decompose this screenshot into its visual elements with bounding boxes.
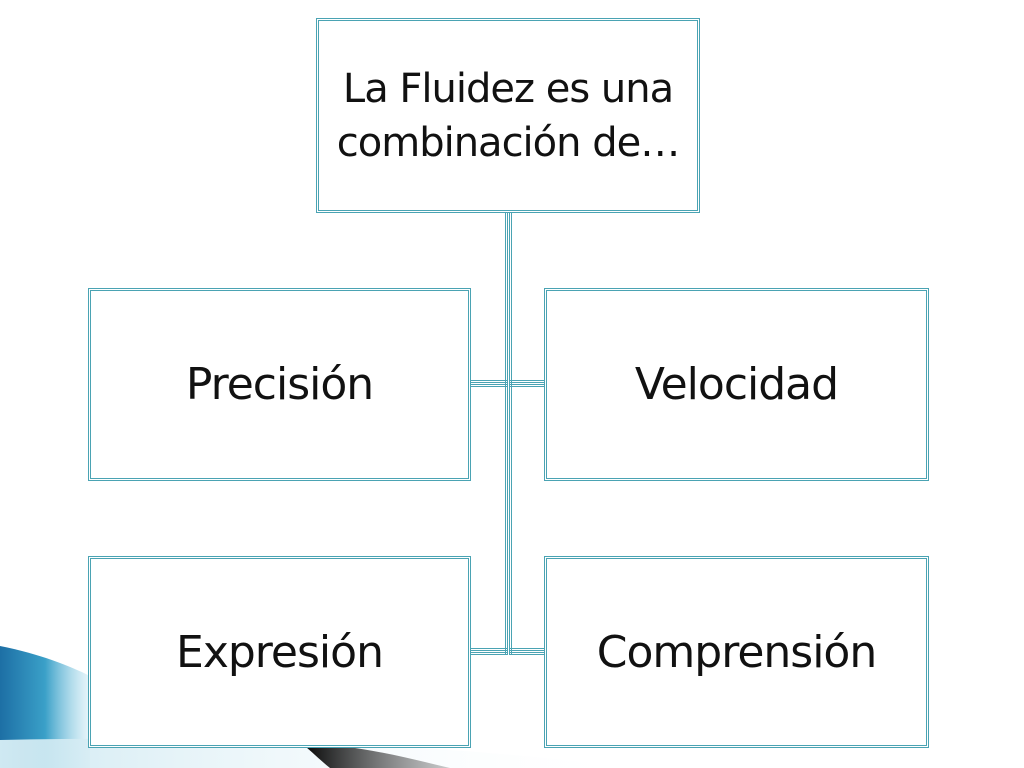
node-velocity: Velocidad — [544, 288, 929, 481]
connector-trunk — [505, 212, 512, 654]
root-node-label: La Fluidez es una combinación de… — [336, 65, 680, 166]
connector-precision — [470, 380, 508, 387]
wave-teal-shape — [0, 646, 90, 768]
root-node: La Fluidez es una combinación de… — [316, 18, 700, 213]
node-velocity-label: Velocidad — [634, 359, 839, 410]
node-precision-label: Precisión — [185, 359, 374, 410]
node-precision: Precisión — [88, 288, 471, 481]
node-comprehension: Comprensión — [544, 556, 929, 748]
connector-velocity — [509, 380, 545, 387]
connector-comprehension — [509, 648, 545, 655]
node-comprehension-label: Comprensión — [596, 626, 877, 678]
node-expression-label: Expresión — [176, 626, 384, 678]
connector-expression — [470, 648, 508, 655]
wave-dark-shape — [300, 742, 450, 768]
node-expression: Expresión — [88, 556, 471, 748]
